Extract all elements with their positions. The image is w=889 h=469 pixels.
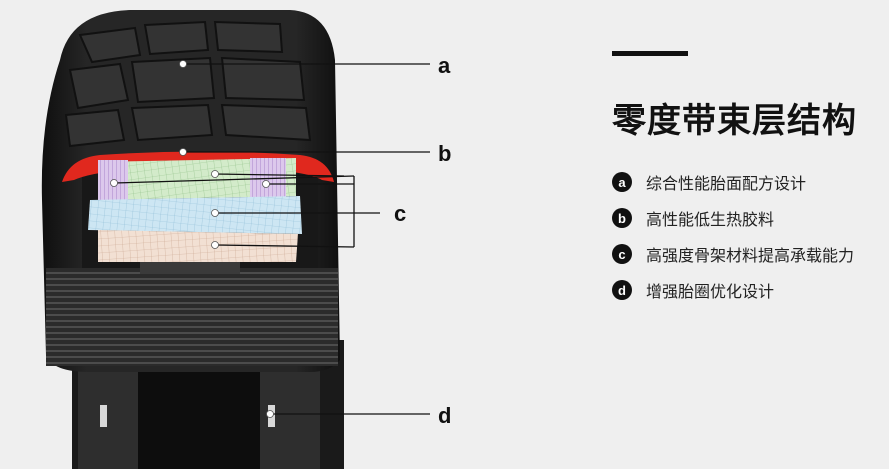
dot-a	[179, 60, 187, 68]
layer-blue	[88, 196, 302, 234]
dot-c5	[211, 241, 219, 249]
feature-text-d: 增强胎圈优化设计	[646, 282, 775, 301]
feature-list: a 综合性能胎面配方设计 b 高性能低生热胶料 c 高强度骨架材料提高承载能力 …	[612, 164, 854, 308]
callout-b: b	[438, 141, 452, 166]
panel-title: 零度带束层结构	[612, 101, 857, 141]
tread-pattern	[64, 20, 312, 148]
layer-peach	[98, 230, 298, 262]
marker-dots	[110, 60, 274, 418]
feature-item-d: d 增强胎圈优化设计	[612, 272, 854, 308]
title-accent-bar	[612, 51, 688, 56]
dot-c3	[262, 180, 270, 188]
badge-a: a	[612, 172, 632, 192]
dot-c1	[110, 179, 118, 187]
feature-text-a: 综合性能胎面配方设计	[646, 174, 807, 193]
feature-text-b: 高性能低生热胶料	[646, 210, 775, 229]
dot-b	[179, 148, 187, 156]
callout-a: a	[438, 53, 451, 78]
dot-c4	[211, 209, 219, 217]
badge-b: b	[612, 208, 632, 228]
feature-item-c: c 高强度骨架材料提高承载能力	[612, 236, 854, 272]
callout-d: d	[438, 403, 452, 428]
grooved-band	[46, 268, 338, 366]
layer-green	[98, 158, 296, 200]
dot-c2	[211, 170, 219, 178]
callout-c: c	[394, 201, 407, 226]
dot-d	[266, 410, 274, 418]
leader-lines	[113, 63, 430, 415]
feature-item-a: a 综合性能胎面配方设计	[612, 164, 854, 200]
bead-band	[140, 262, 240, 274]
badge-d: d	[612, 280, 632, 300]
feature-text-c: 高强度骨架材料提高承载能力	[646, 246, 855, 265]
feature-item-b: b 高性能低生热胶料	[612, 200, 854, 236]
badge-c: c	[612, 244, 632, 264]
